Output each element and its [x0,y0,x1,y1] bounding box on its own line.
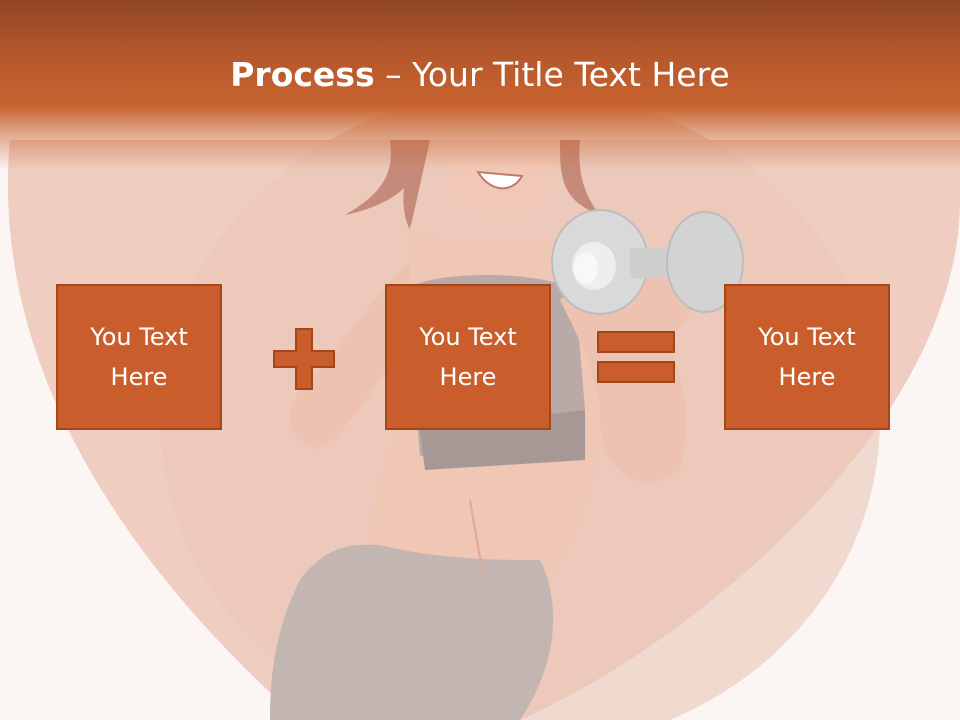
heart-backdrop-curve [0,140,300,720]
process-box-2-label: You Text Here [419,323,517,391]
title-separator: – [385,55,402,94]
left-arm [289,260,410,450]
process-box-1[interactable]: You Text Here [56,284,222,430]
plus-icon [273,328,335,390]
smile-shape [476,170,524,190]
process-box-2[interactable]: You Text Here [385,284,551,430]
abs-line [469,499,486,581]
equals-icon [597,331,675,383]
process-box-1-label: You Text Here [90,323,188,391]
title-bold-text: Process [230,55,375,94]
dumbbell-icon [551,209,744,315]
shorts [270,544,554,720]
process-box-3[interactable]: You Text Here [724,284,890,430]
slide-title[interactable]: Process – Your Title Text Here [0,52,960,98]
process-box-3-label: You Text Here [758,323,856,391]
title-rest-text: Your Title Text Here [412,55,730,94]
title-bar [0,0,960,170]
